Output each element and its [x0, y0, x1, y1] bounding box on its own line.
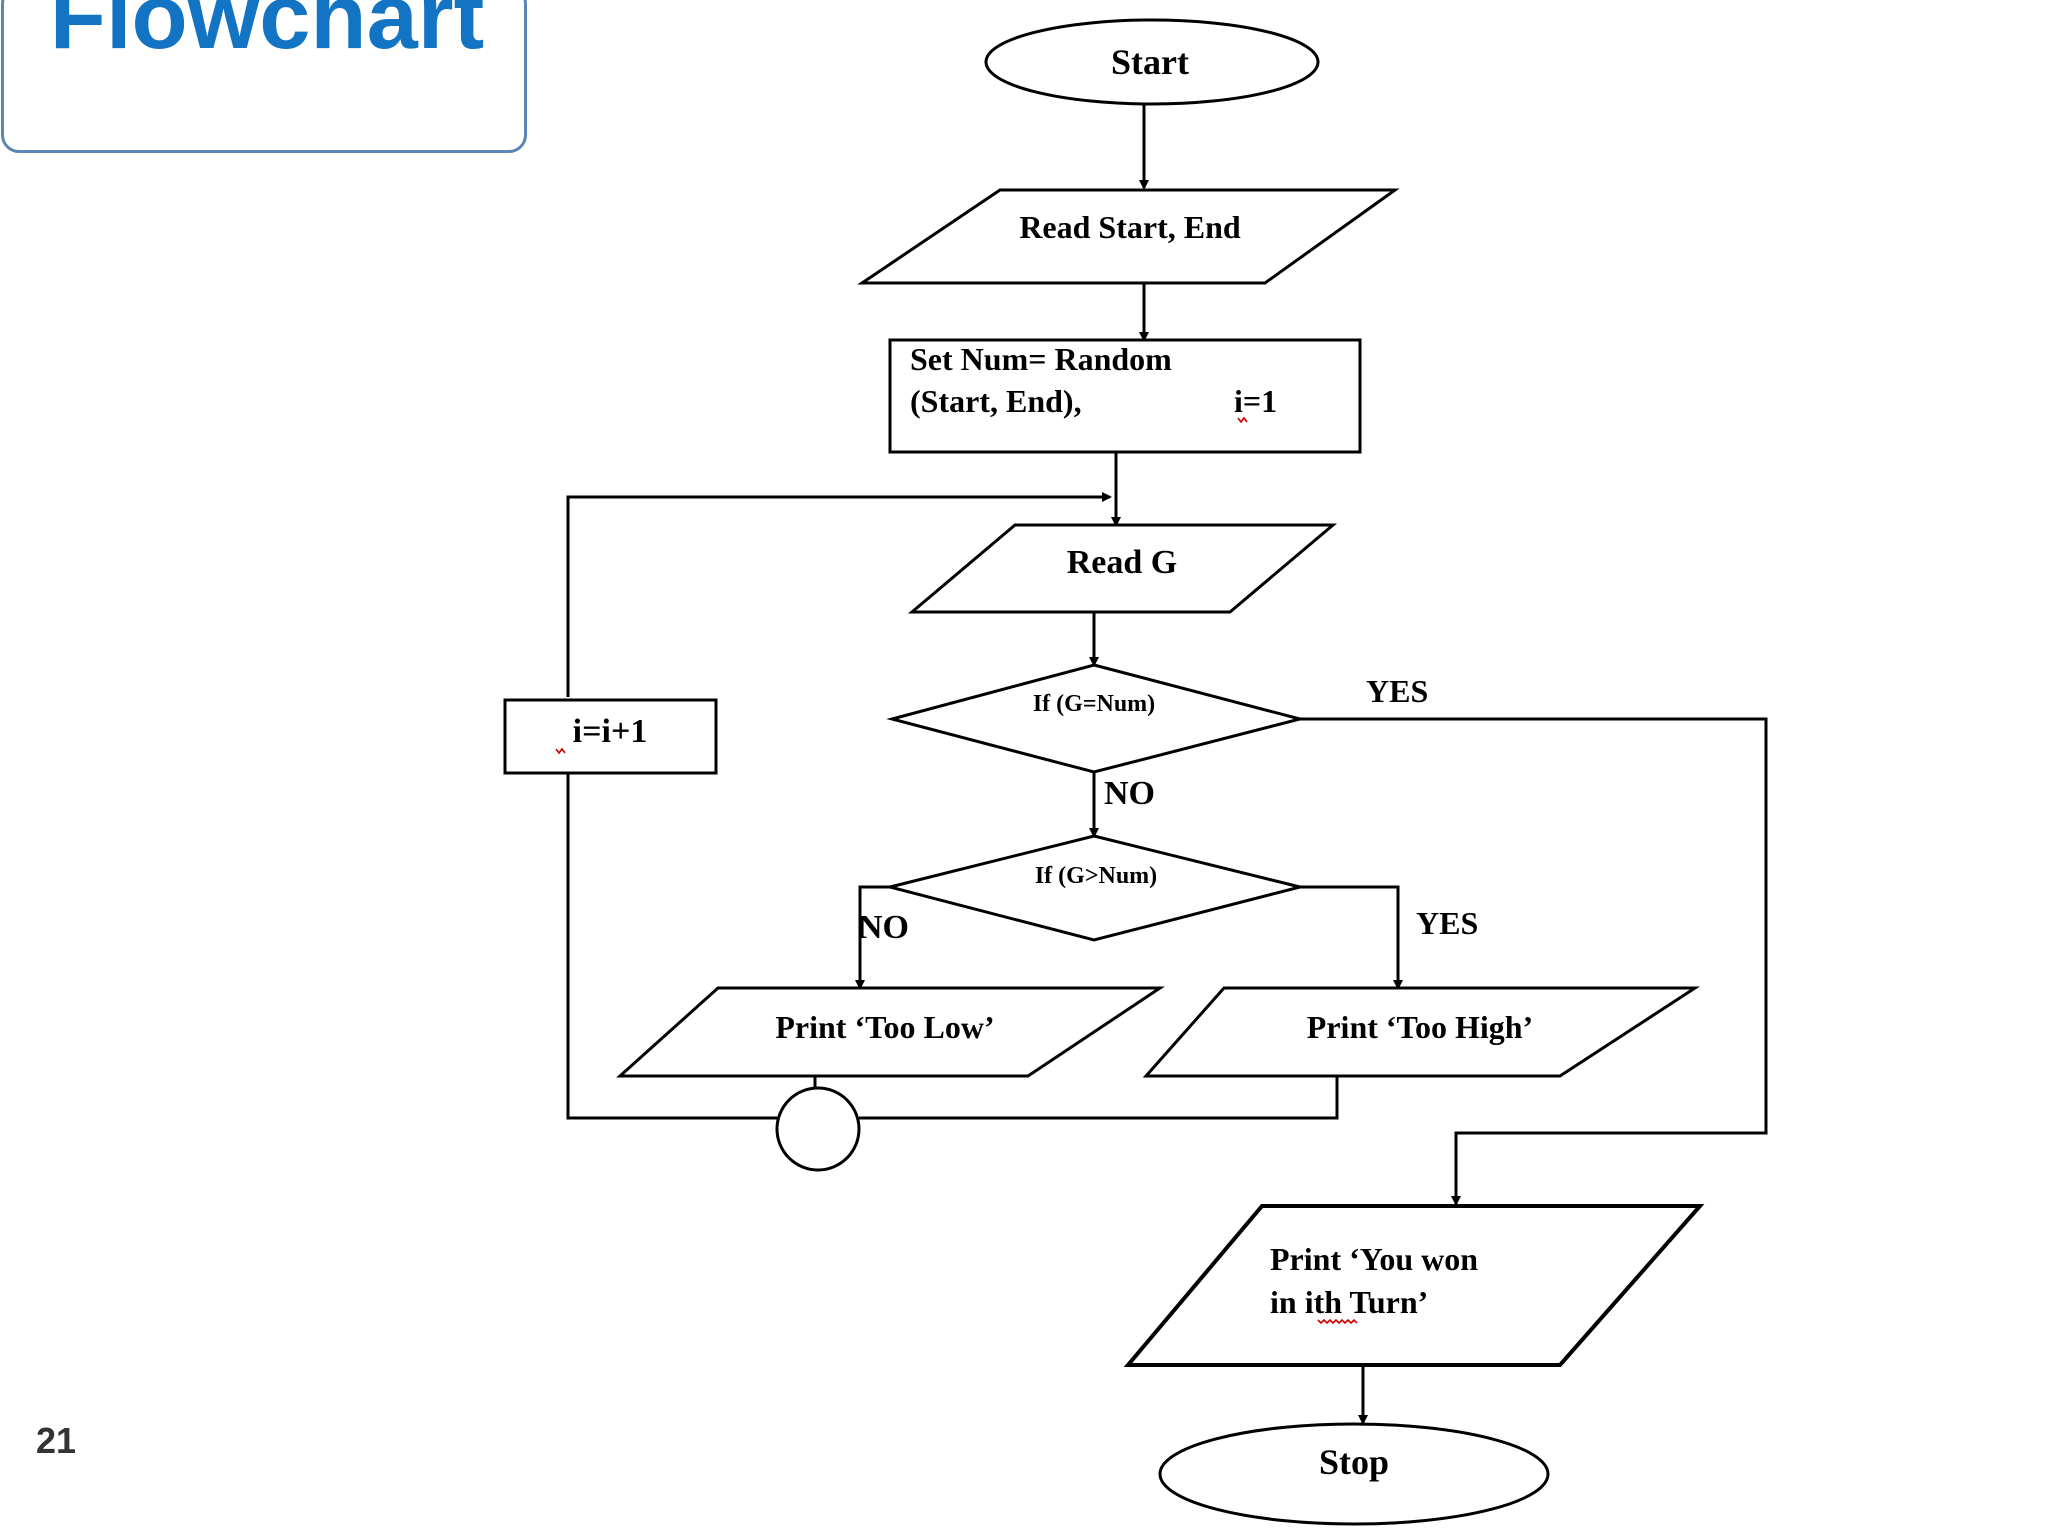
increment-label: i=i+1 [573, 713, 648, 750]
print-won-output [1123, 1204, 1705, 1367]
print-won-label-line2: in ith Turn’ [1270, 1284, 1428, 1320]
arrow-no-to-print-low [855, 885, 902, 990]
decision-greater-label: If (G>Num) [1035, 863, 1157, 889]
read-g-input [907, 523, 1338, 614]
spellcheck-mark [555, 747, 566, 755]
decision-greater [889, 834, 1301, 942]
arrow-yes-to-print-high [1300, 885, 1403, 990]
slide-title: Flowchart [49, 0, 485, 68]
start-terminal [984, 18, 1320, 106]
decision-equal [886, 663, 1306, 774]
set-i-label: i=1 [1234, 383, 1277, 419]
print-won-label-line1: Print ‘You won [1270, 1241, 1478, 1277]
arrow-yes-to-print-won [1300, 717, 1768, 1206]
no-label-equal: NO [1104, 775, 1155, 812]
spellcheck-mark [1317, 1318, 1358, 1325]
start-label: Start [1111, 42, 1189, 82]
loop-back-arrow [566, 492, 1112, 697]
line-print-high-to-connector [859, 1076, 1339, 1120]
stop-terminal [1158, 1422, 1550, 1526]
page-number: 21 [36, 1420, 77, 1461]
yes-label-equal: YES [1366, 673, 1428, 709]
print-low-output [616, 986, 1165, 1078]
print-high-output [1142, 986, 1701, 1078]
print-high-label: Print ‘Too High’ [1307, 1009, 1533, 1045]
read-range-input [857, 188, 1400, 285]
set-num-label-line1: Set Num= Random [910, 341, 1172, 377]
print-low-label: Print ‘Too Low’ [775, 1009, 994, 1045]
no-label-greater: NO [858, 909, 909, 946]
read-range-label: Read Start, End [1019, 209, 1241, 245]
increment-process [503, 698, 718, 775]
spellcheck-mark [1237, 416, 1248, 424]
loop-connector [775, 1086, 861, 1172]
set-num-label-line2: (Start, End), [910, 383, 1082, 419]
set-num-process [888, 338, 1362, 454]
loop-left-line [566, 774, 777, 1120]
yes-label-greater: YES [1416, 905, 1478, 941]
slide-title-box: Flowchart [1, 0, 527, 153]
decision-equal-label: If (G=Num) [1033, 691, 1155, 717]
read-g-label: Read G [1067, 544, 1178, 581]
stop-label: Stop [1319, 1442, 1389, 1482]
